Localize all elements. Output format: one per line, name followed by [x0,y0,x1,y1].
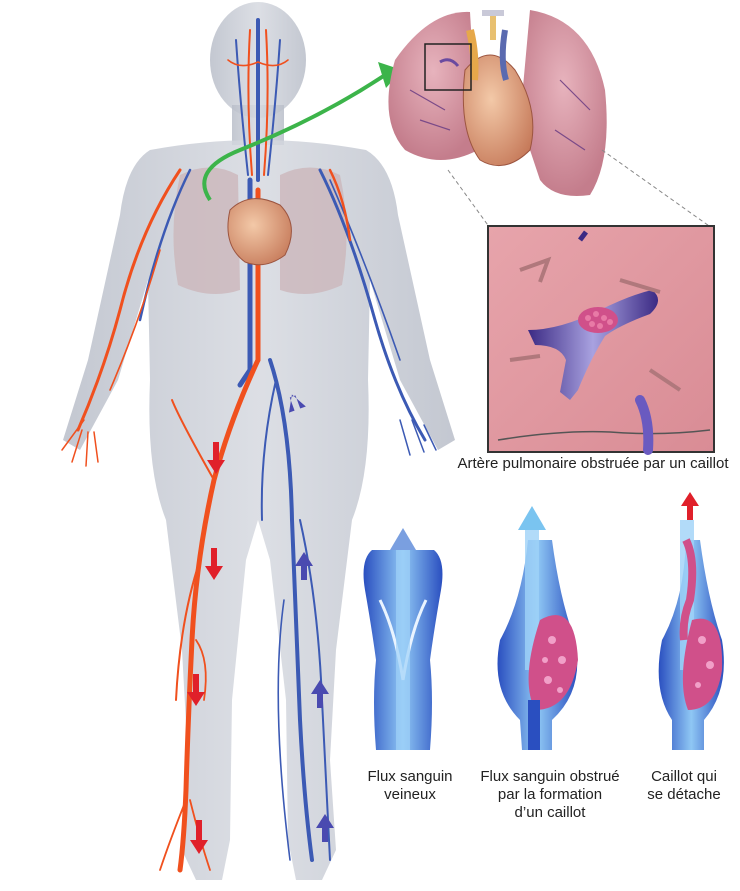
valve-caption-clot: Caillot qui se détache [628,768,740,804]
lungs-illustration [388,10,606,196]
caption-line: se détache [628,786,740,804]
caption-line: Flux sanguin [340,768,480,786]
caption-line: d’un caillot [470,804,630,822]
caption-line: Flux sanguin obstrué [470,768,630,786]
valve-caption-obstructed: Flux sanguin obstrué par la formation d’… [470,768,630,822]
zoom-panel [488,226,714,452]
caption-line: Caillot qui [628,768,740,786]
valve-obstructed [498,506,579,750]
valve-clot-detaching [659,492,724,750]
caption-line: veineux [340,786,480,804]
zoom-caption: Artère pulmonaire obstruée par un caillo… [448,455,738,473]
caption-line: par la formation [470,786,630,804]
body-heart [228,199,291,265]
valve-normal [364,528,443,750]
valve-caption-normal: Flux sanguin veineux [340,768,480,804]
